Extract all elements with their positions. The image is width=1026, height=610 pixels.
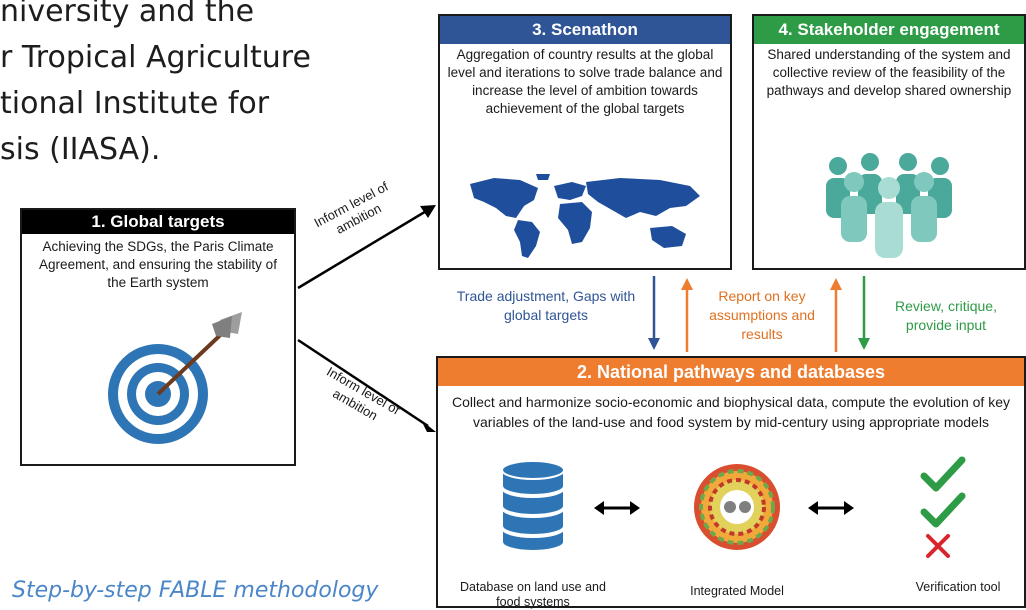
national-pathways-box: 2. National pathways and databases Colle… [436, 356, 1026, 609]
verification-icon [920, 456, 966, 558]
global-targets-title: 1. Global targets [22, 210, 294, 234]
background-text-line-2: r Tropical Agriculture [0, 40, 311, 75]
background-text-line-1: niversity and the [0, 0, 255, 29]
people-group-icon [826, 153, 952, 258]
national-pathways-text: Collect and harmonize socio-economic and… [452, 394, 1010, 430]
stakeholder-box: 4. Stakeholder engagement Shared underst… [752, 14, 1026, 270]
double-arrow-right-icon [808, 501, 854, 515]
scenathon-text: Aggregation of country results at the gl… [447, 47, 723, 116]
world-map-icon [470, 174, 700, 258]
national-pathways-title: 2. National pathways and databases [438, 358, 1024, 386]
methodology-caption: Step-by-step FABLE methodology [12, 578, 379, 603]
report-assumptions-label: Report on key assumptions and results [709, 288, 815, 342]
database-icon [501, 460, 565, 552]
integrated-model-label: Integrated Model [690, 584, 784, 598]
global-targets-box: 1. Global targets Achieving the SDGs, th… [20, 208, 296, 466]
review-critique-label: Review, critique, provide input [895, 298, 997, 333]
background-text-line-3: tional Institute for [0, 86, 270, 121]
database-label: Database on land use and food systems [460, 580, 606, 609]
stakeholder-text: Shared understanding of the system and c… [766, 47, 1012, 98]
background-text-line-4: sis (IIASA). [0, 132, 161, 167]
double-arrow-left-icon [594, 501, 640, 515]
stakeholder-title: 4. Stakeholder engagement [754, 16, 1024, 44]
inform-ambition-lower-label: Inform level of ambition [324, 363, 403, 424]
inform-ambition-upper-label: Inform level of ambition [311, 178, 391, 237]
verification-label: Verification tool [915, 580, 1001, 594]
scenathon-title: 3. Scenathon [440, 16, 730, 44]
integrated-model-icon [694, 464, 780, 550]
global-targets-text: Achieving the SDGs, the Paris Climate Ag… [39, 239, 277, 290]
trade-adjustment-label: Trade adjustment, Gaps with global targe… [456, 288, 636, 323]
scenathon-box: 3. Scenathon Aggregation of country resu… [438, 14, 732, 270]
target-icon [108, 312, 242, 444]
